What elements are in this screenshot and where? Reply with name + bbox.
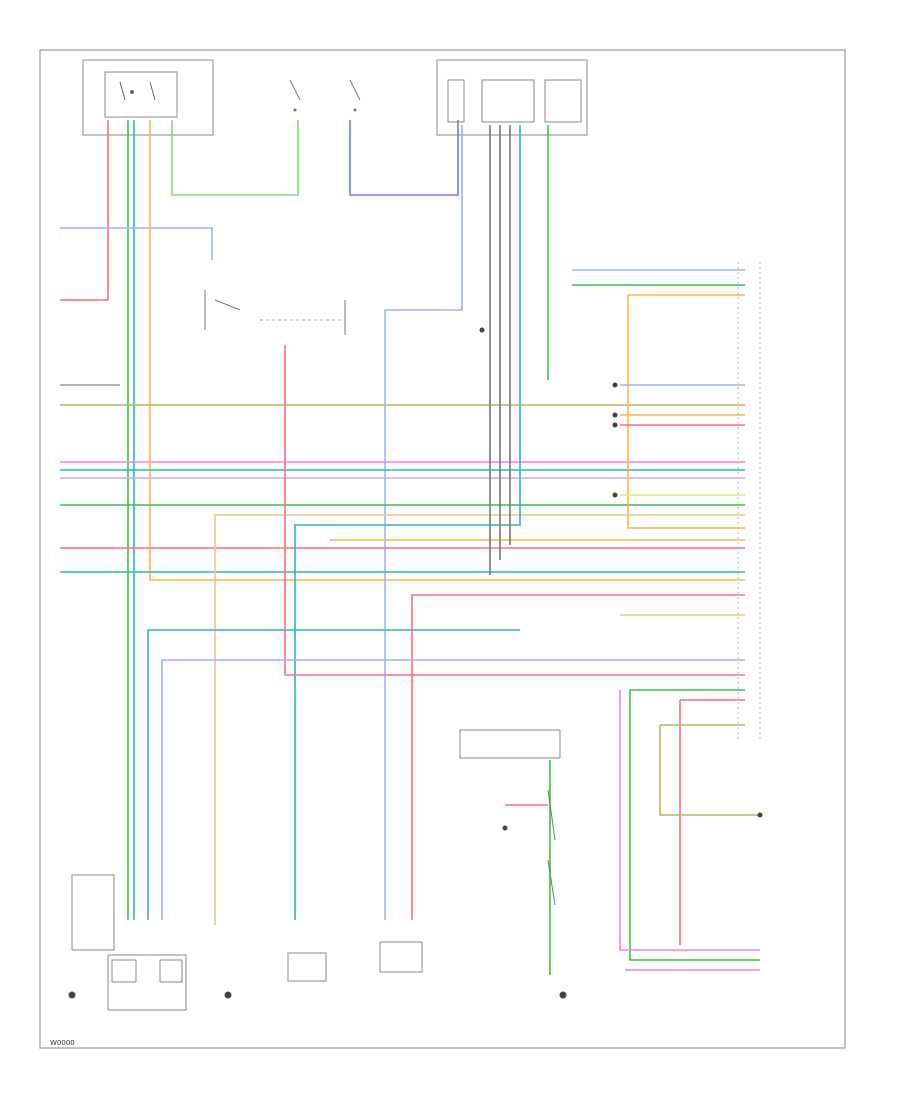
bottom-module-2 [379, 941, 423, 973]
ground-icon [68, 991, 76, 999]
wire-red-drop-2 [411, 594, 745, 920]
wire-olive-lower-right [659, 724, 760, 816]
module-pin-column [737, 262, 761, 740]
wire-pink-lower-right [619, 690, 760, 951]
bottom-module-1 [287, 952, 327, 982]
wire-lightgreen-top [171, 120, 299, 196]
fuel-pump-module [107, 954, 187, 1011]
wire-red-lower-right [679, 699, 745, 945]
bottom-left-battery-box [71, 874, 115, 951]
wire-blue-top [349, 120, 459, 196]
wire-green-lower-right [629, 689, 760, 961]
top-left-relay-box [82, 59, 214, 136]
diagram-code: W0000 [50, 1039, 75, 1047]
wire-blue-left-drop [161, 659, 745, 920]
ground-icon [224, 991, 232, 999]
ground-icon [559, 991, 567, 999]
wire-tan-vertical [214, 514, 745, 925]
diagram-frame [39, 49, 846, 1049]
top-center-switch-pair [289, 79, 361, 112]
wire-teal-left-drop [147, 629, 520, 920]
wire-red-drop [284, 345, 745, 676]
wire-teal-drop [294, 125, 521, 920]
connector-icon [479, 327, 763, 831]
wire-lightblue-relay [60, 227, 213, 260]
wire-orange-right [627, 294, 745, 529]
wire-red-vertical [60, 120, 109, 301]
top-right-connector-block [436, 59, 588, 136]
center-relay [204, 290, 346, 335]
center-switch-stack [547, 789, 556, 906]
center-connector [459, 729, 561, 759]
wire-orange-vertical [149, 120, 745, 581]
wire-blue-down-center [384, 125, 463, 920]
